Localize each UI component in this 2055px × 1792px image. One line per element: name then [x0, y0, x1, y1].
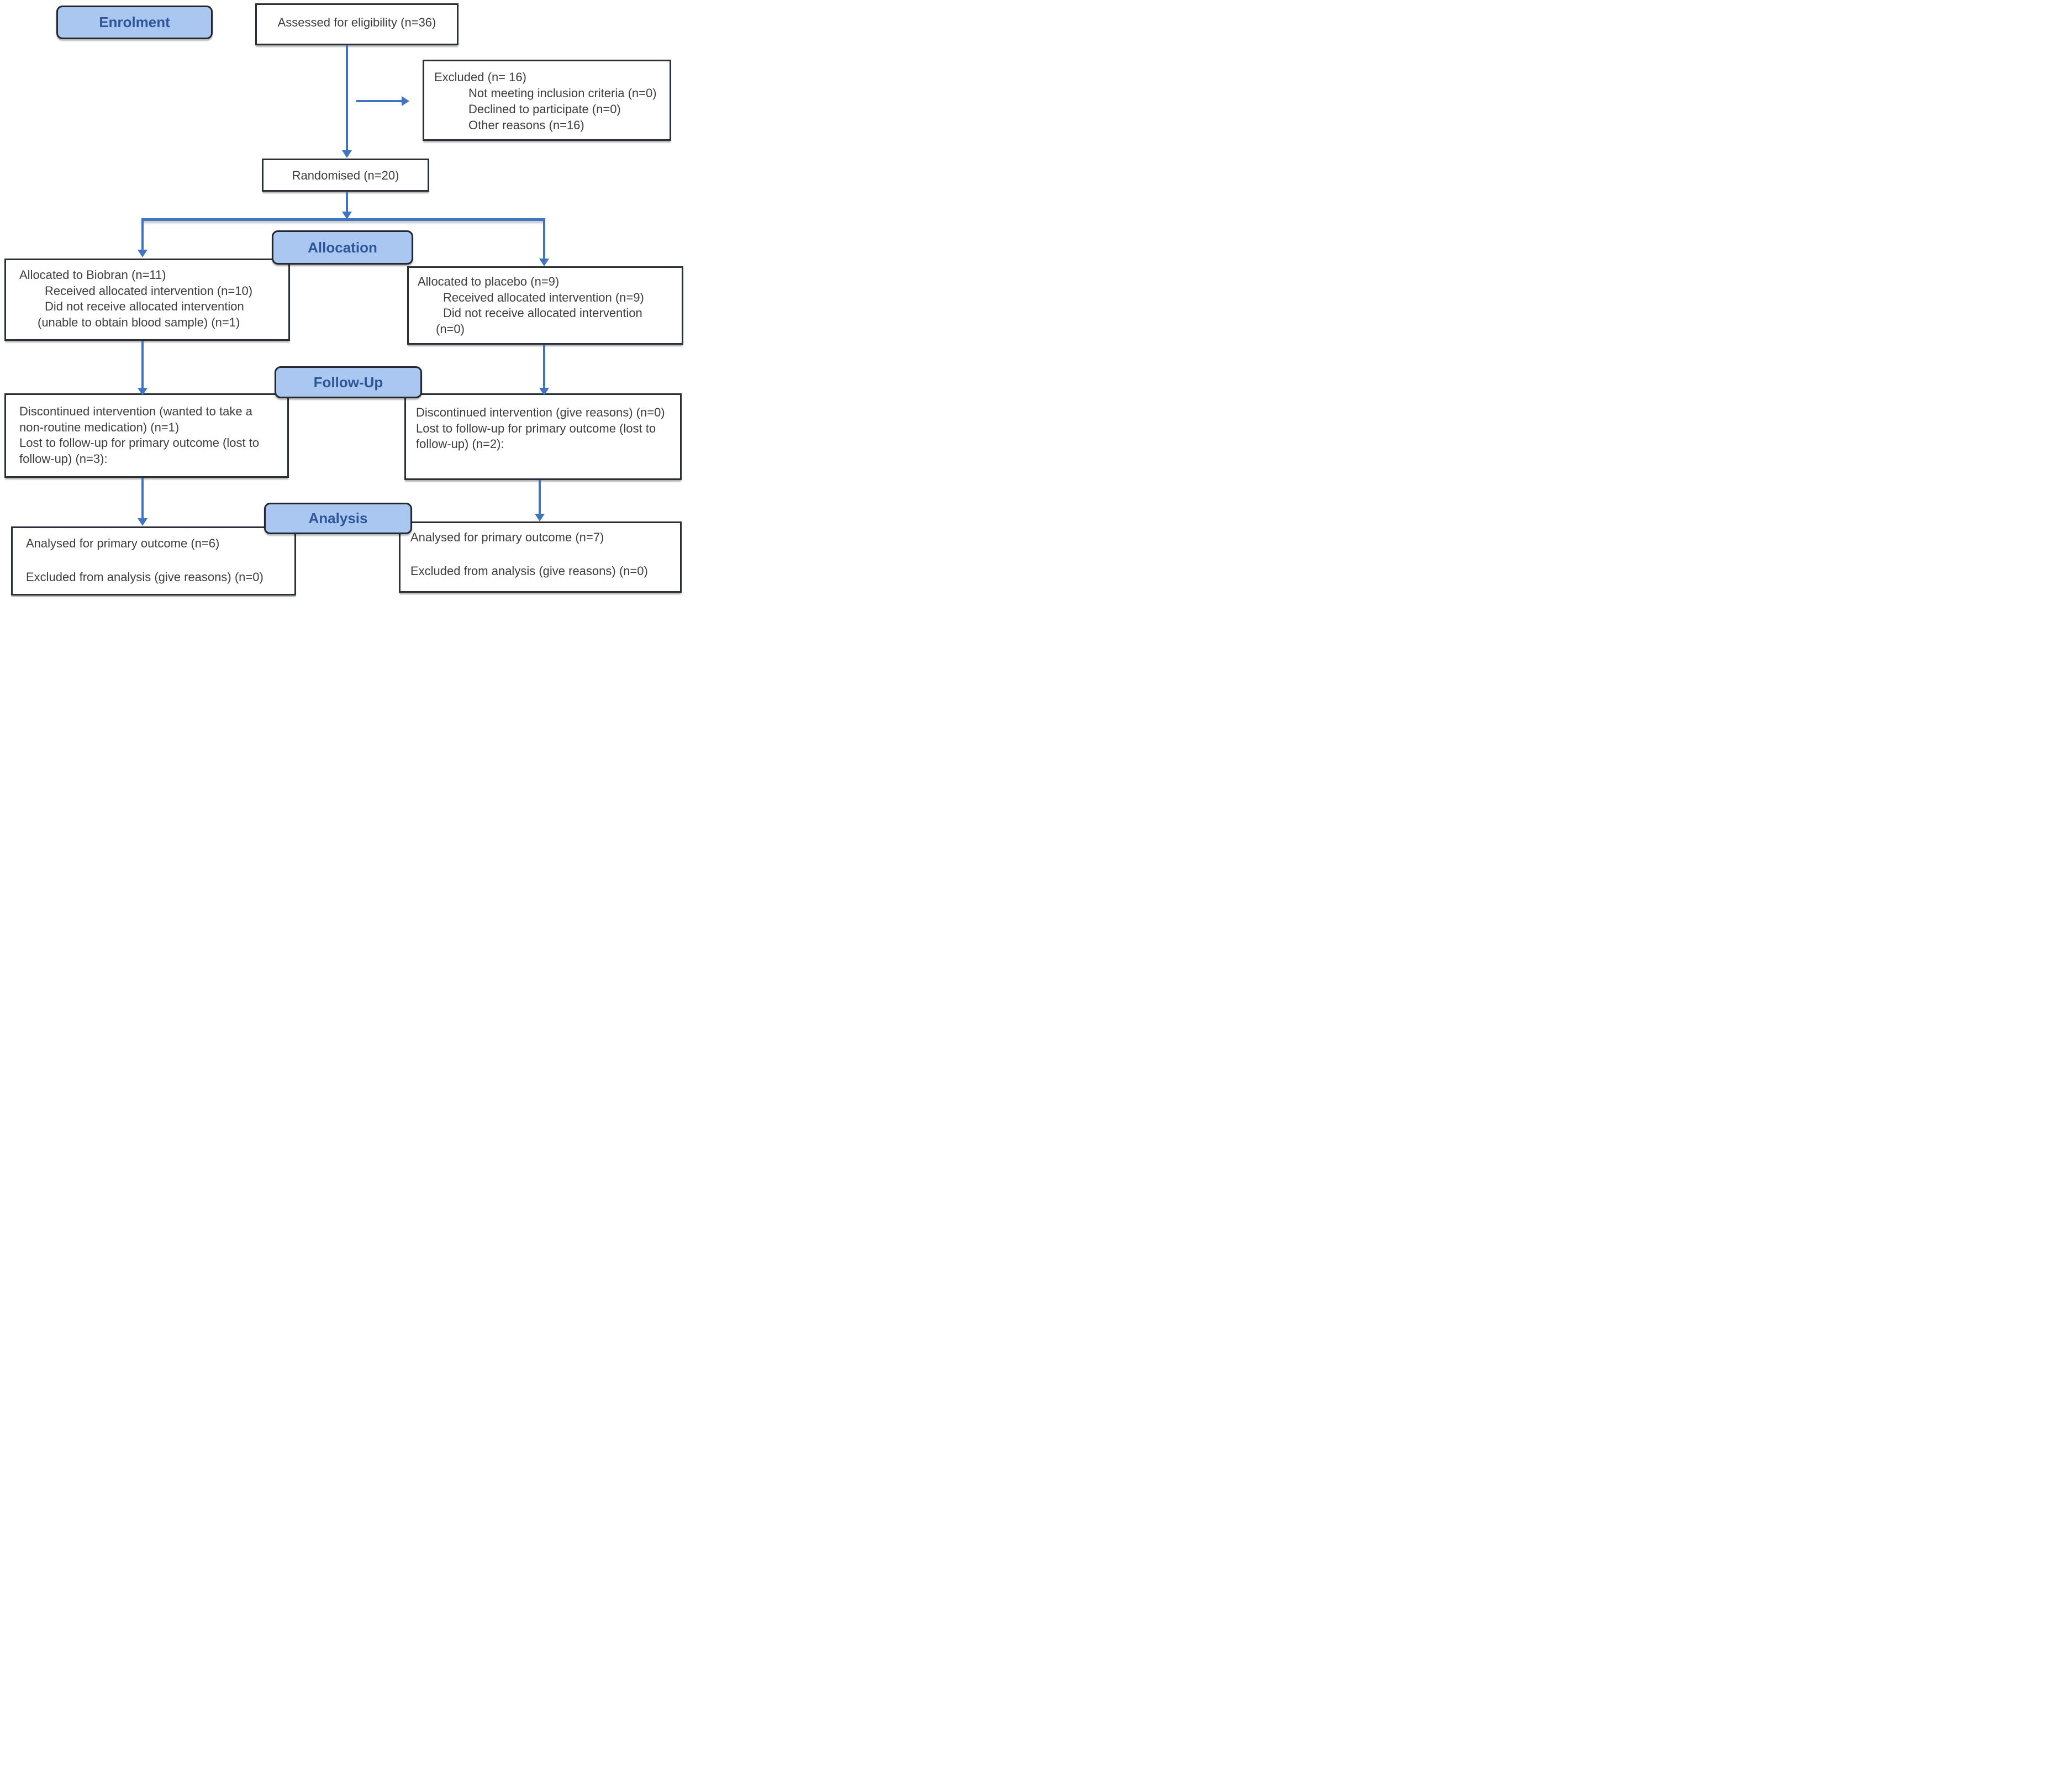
- followup-right-line: follow-up) (n=2):: [416, 437, 504, 451]
- allocation-right-line: Did not receive allocated intervention: [443, 306, 642, 320]
- arrow-alloc-followup-right-head: [539, 388, 549, 396]
- arrow-excluded-line: [356, 100, 402, 102]
- followup-left-box: Discontinued intervention (wanted to tak…: [4, 393, 289, 478]
- analysis-right-line: Analysed for primary outcome (n=7): [410, 530, 604, 544]
- split-line: [141, 218, 545, 221]
- analysis-left-line: Analysed for primary outcome (n=6): [26, 536, 220, 550]
- allocation-right-box: Allocated to placebo (n=9) Received allo…: [407, 266, 683, 345]
- excluded-title: Excluded (n= 16): [434, 70, 526, 84]
- arrow-assessed-randomised-head: [342, 150, 352, 158]
- branch-left-head: [138, 250, 147, 257]
- arrow-assessed-randomised-line: [346, 45, 348, 150]
- allocation-left-line: Allocated to Biobran (n=11): [19, 268, 166, 282]
- branch-right-line: [543, 218, 545, 259]
- enrolment-band: Enrolment: [56, 6, 213, 39]
- consort-flow-diagram: Enrolment Assessed for eligibility (n=36…: [0, 0, 685, 597]
- allocation-right-line: (n=0): [436, 321, 465, 336]
- analysis-band-label: Analysis: [308, 510, 368, 526]
- arrow-followup-analysis-right-line: [539, 480, 541, 514]
- followup-left-line: non-routine medication) (n=1): [19, 420, 180, 434]
- analysis-band: Analysis: [264, 503, 412, 534]
- allocation-left-box: Allocated to Biobran (n=11) Received all…: [4, 259, 290, 341]
- arrow-followup-analysis-left-line: [141, 478, 144, 518]
- followup-right-line: Discontinued intervention (give reasons)…: [416, 405, 665, 419]
- enrolment-band-label: Enrolment: [99, 14, 170, 30]
- arrow-followup-analysis-right-head: [535, 514, 545, 521]
- allocation-right-line: Allocated to placebo (n=9): [418, 275, 560, 288]
- branch-right-head: [539, 259, 549, 266]
- arrow-alloc-followup-right-line: [543, 345, 545, 388]
- followup-left-line: follow-up) (n=3):: [19, 451, 108, 466]
- assessed-text: Assessed for eligibility (n=36): [277, 15, 436, 29]
- randomised-text: Randomised (n=20): [292, 168, 399, 182]
- followup-right-box: Discontinued intervention (give reasons)…: [404, 393, 682, 480]
- excluded-box: Excluded (n= 16) Not meeting inclusion c…: [423, 60, 671, 141]
- allocation-band-label: Allocation: [308, 239, 377, 256]
- followup-band-label: Follow-Up: [313, 373, 383, 391]
- excluded-item: Other reasons (n=16): [468, 118, 584, 132]
- arrow-randomised-split-line: [346, 192, 348, 212]
- followup-right-line: Lost to follow-up for primary outcome (l…: [416, 421, 656, 435]
- analysis-right-line: Excluded from analysis (give reasons) (n…: [410, 563, 648, 578]
- followup-band: Follow-Up: [275, 366, 422, 398]
- excluded-item: Declined to participate (n=0): [468, 102, 621, 116]
- arrow-excluded-head: [402, 96, 409, 106]
- branch-left-line: [141, 218, 144, 250]
- analysis-left-line: Excluded from analysis (give reasons) (n…: [26, 570, 264, 584]
- randomised-box: Randomised (n=20): [262, 159, 429, 192]
- arrow-alloc-followup-left-line: [141, 341, 144, 388]
- assessed-box: Assessed for eligibility (n=36): [255, 3, 459, 45]
- allocation-left-line: Did not receive allocated intervention: [45, 299, 244, 313]
- arrow-alloc-followup-left-head: [138, 388, 147, 396]
- allocation-band: Allocation: [272, 230, 413, 265]
- arrow-followup-analysis-left-head: [138, 518, 147, 526]
- allocation-left-line: (unable to obtain blood sample) (n=1): [38, 315, 240, 329]
- excluded-item: Not meeting inclusion criteria (n=0): [468, 86, 657, 100]
- followup-left-line: Discontinued intervention (wanted to tak…: [19, 404, 252, 418]
- allocation-right-line: Received allocated intervention (n=9): [443, 290, 644, 304]
- followup-left-line: Lost to follow-up for primary outcome (l…: [19, 436, 260, 450]
- analysis-right-box: Analysed for primary outcome (n=7) Exclu…: [399, 521, 682, 593]
- arrow-randomised-split-head: [342, 212, 352, 219]
- analysis-left-box: Analysed for primary outcome (n=6) Exclu…: [11, 526, 296, 595]
- allocation-left-line: Received allocated intervention (n=10): [45, 283, 253, 298]
